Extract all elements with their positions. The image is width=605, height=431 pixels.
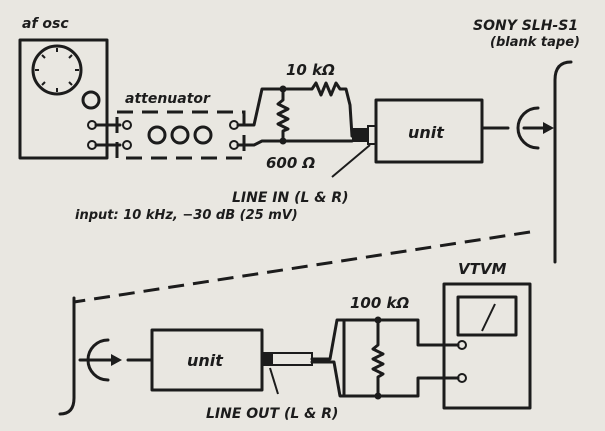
wire-net-vtvm-top	[403, 318, 460, 347]
line-in-label: LINE IN (L & R)	[232, 190, 349, 206]
r2-label: 600 Ω	[266, 154, 316, 172]
tape-note-label: (blank tape)	[490, 35, 580, 50]
unit-record	[374, 98, 484, 164]
vtvm-meter-face	[456, 295, 518, 337]
af-osc-label: af osc	[22, 16, 69, 32]
attenuator-knob-2	[170, 125, 190, 145]
resistor-600-ohm	[276, 85, 290, 145]
line-out-pointer	[269, 367, 279, 395]
wire-att-net-bottom	[236, 139, 285, 147]
tape-top	[553, 60, 573, 264]
line-out-plug	[262, 352, 313, 366]
wire-out-net-top	[310, 318, 346, 361]
playback-head	[78, 338, 122, 382]
vtvm-label: VTVM	[458, 260, 506, 278]
resistor-10k-ohm	[281, 81, 354, 138]
af-oscillator	[18, 38, 109, 160]
unit-record-label: unit	[408, 123, 445, 142]
tape-model-label: SONY SLH-S1	[473, 18, 578, 34]
attenuator-knob-1	[147, 125, 167, 145]
tape-bottom	[58, 296, 76, 416]
attenuator	[115, 110, 246, 160]
vtvm-terminal-bottom	[457, 373, 467, 383]
resistor-100k-ohm	[342, 316, 407, 400]
tape-transfer-path	[73, 230, 531, 304]
line-in-pointer	[331, 144, 371, 178]
wire-out-net-bottom	[310, 360, 346, 398]
wire-att-net-top	[236, 87, 285, 127]
r3-label: 100 kΩ	[350, 294, 410, 312]
input-spec-label: input: 10 kHz, −30 dB (25 mV)	[75, 208, 298, 223]
line-out-label: LINE OUT (L & R)	[206, 406, 338, 422]
oscillator-knob	[81, 90, 101, 110]
attenuator-label: attenuator	[125, 91, 211, 107]
line-in-plug	[352, 125, 377, 145]
vtvm-terminal-top	[457, 340, 467, 350]
vtvm-needle	[481, 303, 496, 332]
record-head	[516, 106, 554, 150]
vtvm-meter	[442, 282, 532, 410]
attenuator-knob-3	[193, 125, 213, 145]
r1-label: 10 kΩ	[286, 61, 335, 79]
oscillator-dial	[31, 44, 83, 96]
wire-net-vtvm-bottom	[403, 376, 460, 398]
unit-playback-label: unit	[187, 351, 224, 370]
